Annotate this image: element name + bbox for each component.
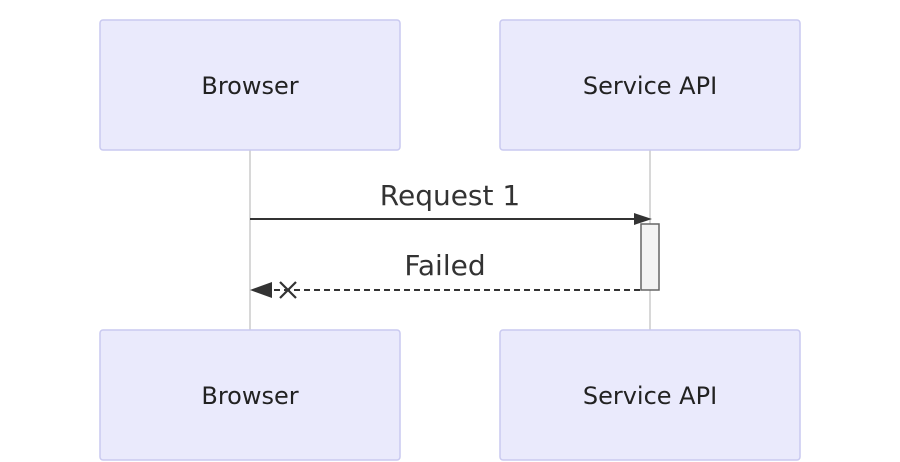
actor-box <box>499 329 801 461</box>
message-request[interactable]: Request 1 <box>250 179 652 225</box>
actor-label: Browser <box>201 72 298 100</box>
actor-top-service-api[interactable]: Service API <box>499 19 801 151</box>
activation-service-api <box>640 223 660 291</box>
actor-bottom-browser[interactable]: Browser <box>99 329 401 461</box>
message-label: Failed <box>404 249 485 282</box>
actor-bottom-service-api[interactable]: Service API <box>499 329 801 461</box>
actor-top-browser[interactable]: Browser <box>99 19 401 151</box>
arrowhead-icon <box>634 213 652 225</box>
message-label: Request 1 <box>380 179 520 212</box>
arrowhead-icon <box>250 282 272 298</box>
actor-label: Service API <box>583 382 717 410</box>
actor-label: Service API <box>583 72 717 100</box>
message-failed[interactable]: Failed <box>250 249 640 299</box>
actor-box <box>99 329 401 461</box>
cross-icon <box>279 281 297 299</box>
actor-box <box>499 19 801 151</box>
actor-label: Browser <box>201 382 298 410</box>
actor-box <box>99 19 401 151</box>
